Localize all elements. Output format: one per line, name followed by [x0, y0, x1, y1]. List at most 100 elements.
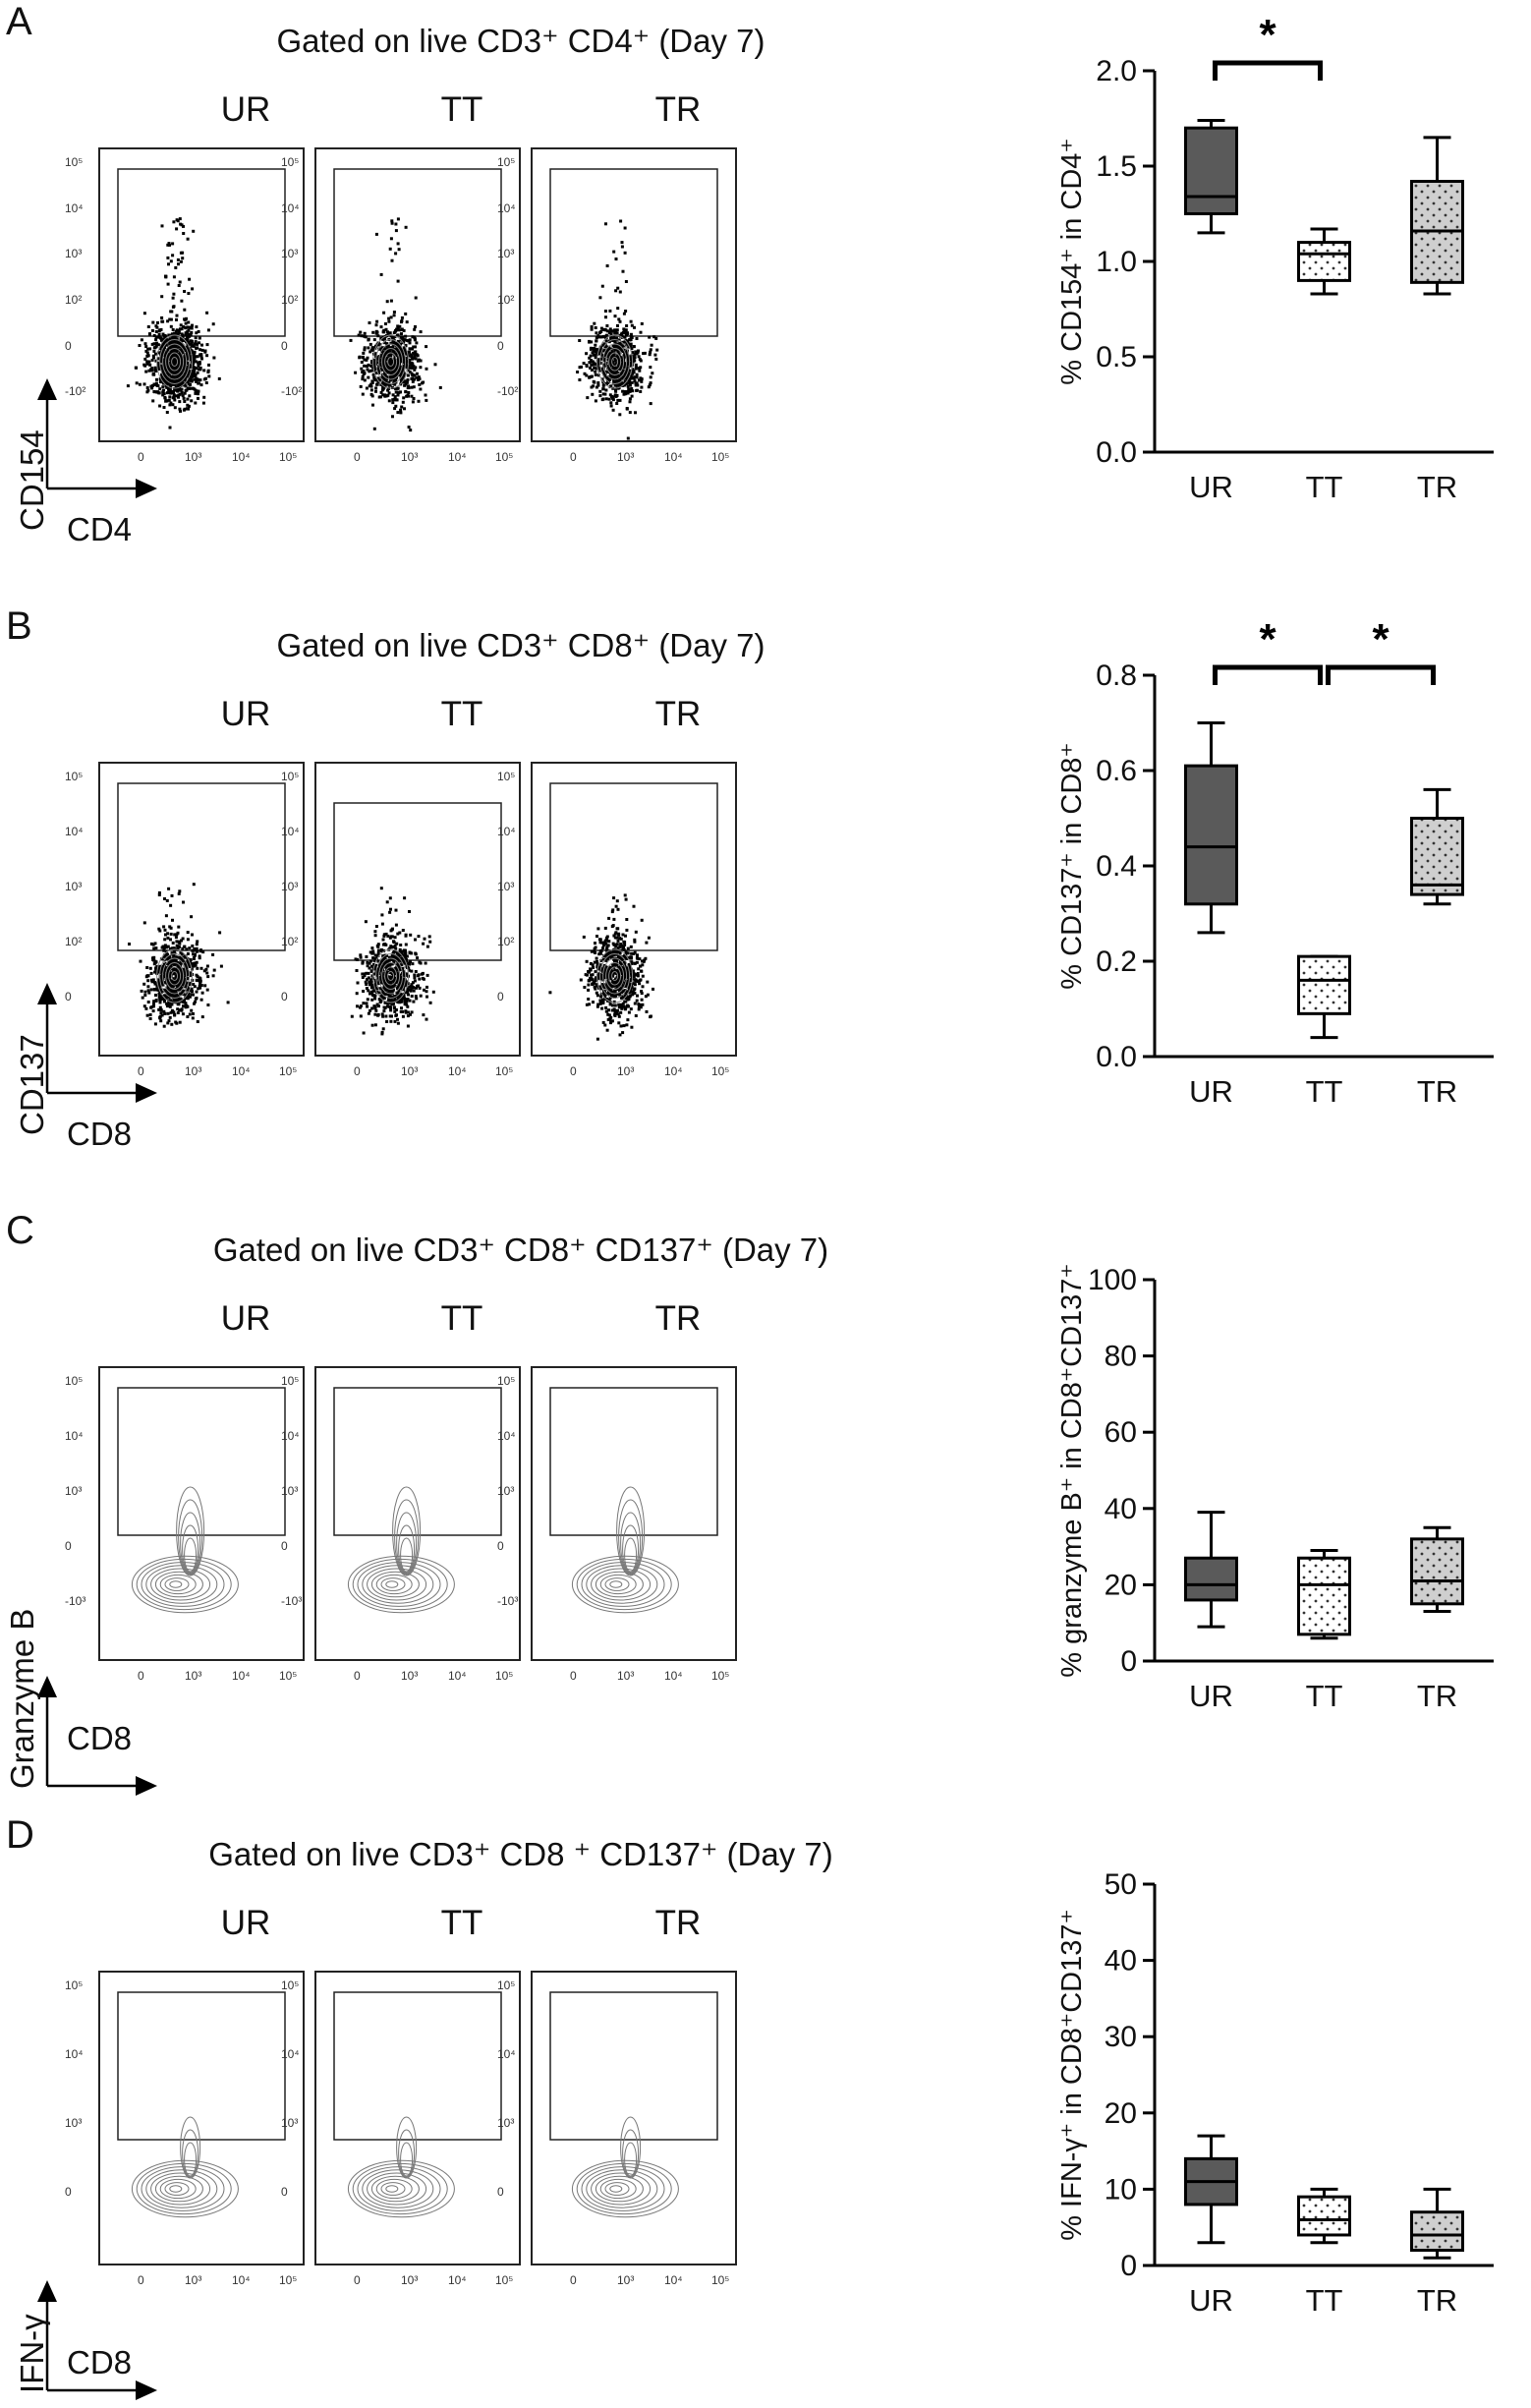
flow-plot-svg: [117, 1387, 286, 1614]
flow-y-tick: 10³: [65, 2116, 83, 2130]
flow-y-tick: 0: [65, 990, 72, 1003]
y-tick-label: 1.5: [1096, 150, 1137, 183]
flow-y-tick: 10⁴: [281, 201, 300, 215]
flow-x-tick: 10⁵: [495, 450, 514, 464]
flow-x-tick: 0: [138, 1064, 144, 1078]
flow-plot-tt: [314, 1971, 521, 2265]
flow-plot-svg: [549, 168, 718, 440]
flow-x-tick: 10⁵: [279, 1064, 298, 1078]
box-body: [1410, 1537, 1464, 1606]
flow-y-tick: -10²: [281, 384, 303, 399]
x-tick-label: UR: [1189, 470, 1233, 504]
flow-x-tick: 10³: [185, 450, 202, 464]
condition-label-tr: TR: [654, 1299, 702, 1338]
box-tr: [1410, 2187, 1464, 2260]
flow-y-tick: 10³: [497, 1484, 515, 1498]
flow-x-tick: 10⁴: [232, 1064, 251, 1078]
box-ur: [1184, 118, 1238, 235]
flow-y-tick: 10³: [281, 247, 299, 261]
flow-x-tick: 10⁵: [279, 450, 298, 464]
flow-plot-svg: [117, 168, 286, 430]
flow-y-tick: 10³: [65, 1484, 83, 1498]
condition-label-ur: UR: [220, 90, 271, 129]
x-arrow-head: [136, 1776, 157, 1796]
flow-x-tick: 10⁴: [232, 2273, 251, 2287]
y-tick-label: 30: [1105, 2021, 1137, 2053]
flow-y-tick: 10⁵: [281, 770, 300, 783]
flow-x-tick: 10⁵: [711, 450, 730, 464]
flow-y-tick: 0: [281, 1539, 288, 1553]
gate-rectangle: [549, 1387, 718, 1536]
condition-label-tt: TT: [440, 695, 483, 733]
flow-x-tick: 10³: [401, 2273, 419, 2287]
flow-x-tick: 10⁴: [448, 1669, 467, 1683]
flow-x-axis-label: CD8: [67, 1116, 133, 1152]
y-tick-label: 0.5: [1096, 341, 1137, 373]
flow-x-tick: 10⁵: [495, 2273, 514, 2287]
panel-letter: C: [6, 1209, 34, 1252]
flow-y-tick: 10²: [497, 293, 515, 307]
flow-x-axis-label: CD8: [67, 1720, 133, 1756]
flow-x-tick: 10⁴: [232, 1669, 251, 1683]
x-tick-label: TR: [1417, 470, 1457, 504]
box-body: [1184, 1556, 1238, 1602]
gate-rectangle: [549, 782, 718, 951]
box-body: [1297, 241, 1351, 282]
flow-y-axis-label: CD154: [14, 430, 50, 531]
flow-plot-svg: [549, 1991, 718, 2218]
condition-label-tr: TR: [654, 1904, 702, 1942]
flow-x-tick: 10³: [617, 1064, 635, 1078]
y-tick-label: 2.0: [1096, 55, 1137, 87]
box-body: [1297, 2195, 1351, 2237]
x-tick-label: TT: [1306, 1679, 1343, 1713]
flow-y-tick: 10⁵: [65, 1374, 84, 1388]
flow-x-tick: 0: [138, 2273, 144, 2287]
y-tick-label: 60: [1105, 1416, 1137, 1449]
flow-y-tick: 10⁴: [497, 201, 516, 215]
y-axis-title: % granzyme B⁺ in CD8⁺CD137⁺: [1056, 1263, 1088, 1677]
panel-b: B Gated on live CD3⁺ CD8⁺ (Day 7) UR TT …: [0, 604, 1531, 1194]
flow-x-tick: 0: [570, 1669, 577, 1683]
flow-y-tick: 10⁵: [281, 1374, 300, 1388]
flow-x-tick: 10⁴: [448, 1064, 467, 1078]
flow-plot-svg: [333, 168, 502, 432]
flow-x-tick: 10⁴: [232, 450, 251, 464]
panel-c: C Gated on live CD3⁺ CD8⁺ CD137⁺ (Day 7)…: [0, 1209, 1531, 1799]
gate-rectangle: [549, 168, 718, 337]
flow-y-tick: -10³: [281, 1594, 303, 1608]
flow-y-tick: 10²: [65, 293, 83, 307]
significance-star: *: [1259, 11, 1276, 59]
y-tick-label: 50: [1105, 1868, 1137, 1901]
flow-x-tick: 0: [354, 1669, 361, 1683]
flow-y-tick: 10³: [281, 880, 299, 893]
y-arrow-head: [37, 983, 57, 1004]
panel-letter: A: [6, 0, 32, 43]
box-tt: [1297, 227, 1351, 296]
y-tick-label: 0.0: [1096, 436, 1137, 469]
x-tick-label: UR: [1189, 1679, 1233, 1713]
flow-y-tick: 10⁵: [497, 1978, 516, 1992]
gate-rectangle: [333, 1387, 502, 1536]
condition-label-ur: UR: [220, 1299, 271, 1338]
flow-y-tick: 10³: [281, 2116, 299, 2130]
flow-x-tick: 10⁴: [664, 2273, 683, 2287]
gate-rectangle: [549, 1991, 718, 2141]
y-axis-title: % CD154⁺ in CD4⁺: [1056, 138, 1088, 384]
flow-plot-svg: [117, 1991, 286, 2218]
flow-y-tick: 10⁵: [497, 155, 516, 169]
y-arrow-head: [37, 378, 57, 400]
panel-title: Gated on live CD3⁺ CD4⁺ (Day 7): [276, 23, 766, 59]
x-tick-label: UR: [1189, 2283, 1233, 2318]
flow-x-tick: 0: [570, 1064, 577, 1078]
flow-y-tick: 10³: [281, 1484, 299, 1498]
flow-plot-svg: [548, 782, 718, 1041]
flow-y-tick: 10²: [281, 293, 299, 307]
flow-plot-ur: [98, 762, 305, 1057]
flow-x-tick: 0: [138, 1669, 144, 1683]
flow-y-tick: 0: [65, 338, 72, 353]
